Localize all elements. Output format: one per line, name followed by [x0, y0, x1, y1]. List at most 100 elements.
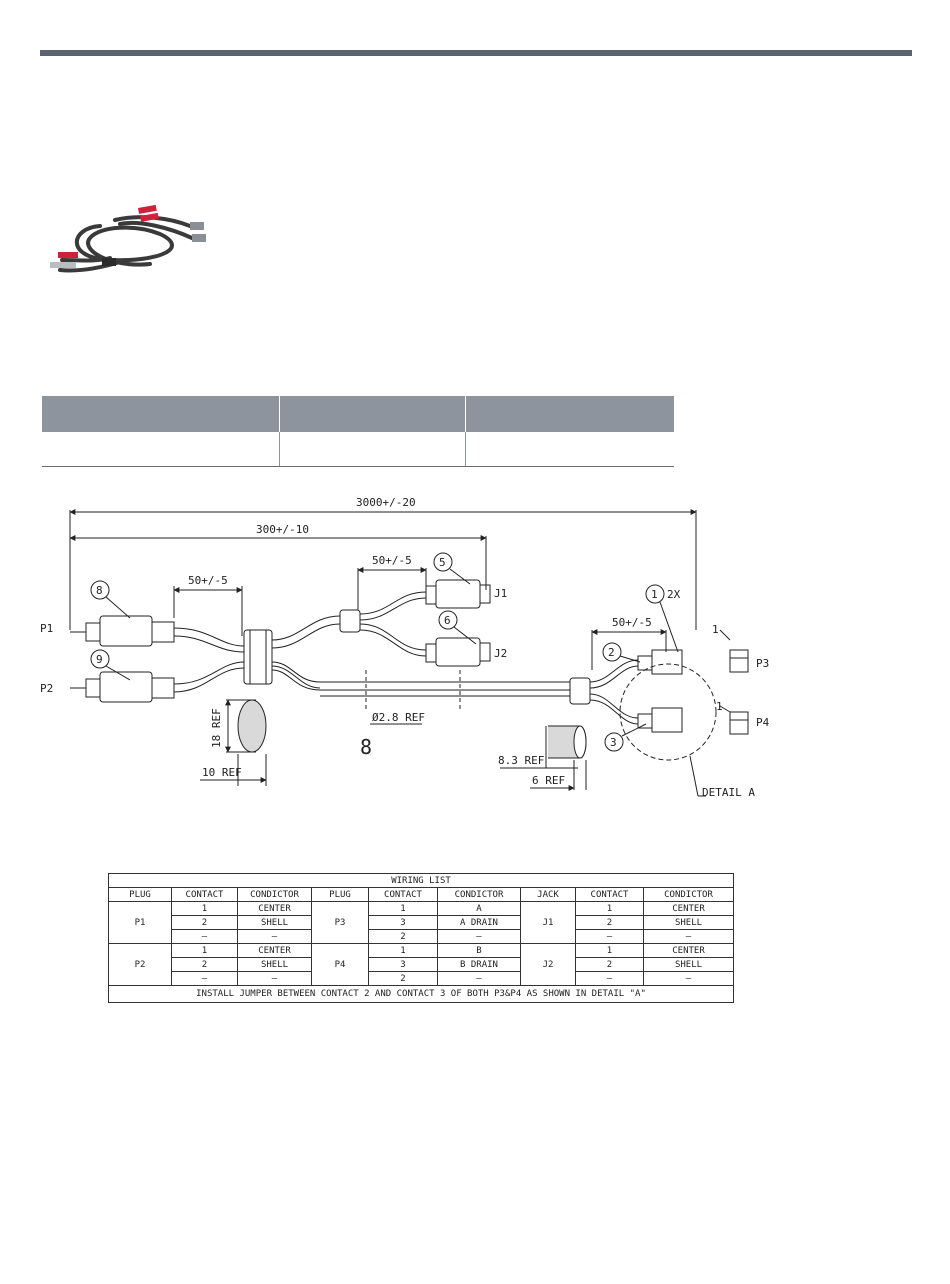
spec-header-divider	[279, 396, 280, 432]
cable	[359, 591, 427, 615]
callout-circle-2	[602, 642, 622, 662]
dim-6-ref-label: 6 REF	[532, 774, 565, 787]
table-cell: CENTER	[237, 943, 312, 958]
label-j2: J2	[494, 647, 507, 660]
table-cell: SHELL	[237, 957, 312, 972]
table-row: 2 SHELL 3 B DRAIN 2 SHELL	[109, 957, 734, 972]
cable	[271, 623, 341, 649]
cable	[589, 665, 639, 689]
callout-leader	[105, 665, 131, 681]
header-cell: PLUG	[108, 887, 172, 902]
table-cell: —	[643, 971, 734, 986]
jack-split-block	[339, 609, 361, 633]
header-cell: CONTACT	[368, 887, 438, 902]
label-p1: P1	[40, 622, 53, 635]
table-cell: A DRAIN	[437, 915, 521, 930]
cable	[589, 699, 639, 725]
table-row: 2 SHELL 3 A DRAIN 2 SHELL	[109, 915, 734, 930]
j2-jack-collar	[425, 643, 437, 663]
spec-row-divider	[465, 432, 466, 466]
cable	[173, 627, 245, 647]
table-cell: 2	[575, 915, 644, 930]
callout-6: 6	[444, 614, 451, 627]
p4-connector	[729, 711, 749, 735]
callout-leader	[659, 601, 679, 653]
p4-terminal-block	[651, 707, 683, 733]
dim-breakout-label: 300+/-10	[256, 523, 309, 536]
cable	[173, 667, 245, 693]
p2-plug-body	[99, 671, 153, 703]
header-cell: CONDICTOR	[237, 887, 312, 902]
label-p3: P3	[756, 657, 769, 670]
j2-jack-front	[479, 642, 491, 662]
header-cell: CONDICTOR	[437, 887, 521, 902]
jack-cell: J2	[520, 943, 576, 986]
label-j1: J1	[494, 587, 507, 600]
cable-assembly-drawing: 3000+/-20 300+/-10 50+/-5 50+/-5 50+/-5 …	[40, 496, 770, 799]
table-cell: B	[437, 943, 521, 958]
cable-section-end	[573, 725, 587, 759]
p1-plug-body	[99, 615, 153, 647]
table-cell: 3	[368, 957, 438, 972]
table-cell: —	[171, 929, 238, 944]
table-cell: —	[171, 971, 238, 986]
table-cell: 1	[575, 943, 644, 958]
terminal-splice-block	[569, 677, 591, 705]
callout-2: 2	[608, 646, 615, 659]
wiring-list-title: WIRING LIST	[108, 873, 734, 888]
callout-leader	[105, 596, 131, 619]
table-cell: 2	[368, 971, 438, 986]
plug-cell: P3	[311, 901, 369, 944]
table-cell: CENTER	[237, 901, 312, 916]
dim-18-ref-label: 18 REF	[210, 708, 223, 748]
dim-jack-tail-label: 50+/-5	[372, 554, 412, 567]
callout-p3-pin: 1	[712, 623, 719, 636]
detail-a-label: DETAIL A	[702, 786, 755, 799]
header-cell: CONTACT	[171, 887, 238, 902]
plug-cell: P1	[108, 901, 172, 944]
dim-10-ref-label: 10 REF	[202, 766, 242, 779]
table-cell: 1	[171, 943, 238, 958]
spec-header-divider	[465, 396, 466, 432]
dim-cable-dia-label: Ø2.8 REF	[372, 711, 425, 724]
table-cell: CENTER	[643, 943, 734, 958]
table-cell: —	[437, 971, 521, 986]
table-cell: CENTER	[643, 901, 734, 916]
ferrule	[637, 655, 653, 671]
label-p2: P2	[40, 682, 53, 695]
callout-leader	[619, 655, 641, 663]
callout-p4-pin: 1	[716, 700, 723, 713]
wiring-note: INSTALL JUMPER BETWEEN CONTACT 2 AND CON…	[108, 985, 734, 1003]
p3-terminal-block	[651, 649, 683, 675]
table-cell: SHELL	[643, 915, 734, 930]
table-cell: 2	[368, 929, 438, 944]
table-row: P2 1 CENTER P4 1 B J2 1 CENTER	[108, 943, 734, 986]
cable	[359, 629, 427, 657]
table-cell: 2	[171, 957, 238, 972]
wiring-header-row: PLUG CONTACT CONDICTOR PLUG CONTACT COND…	[108, 887, 734, 902]
callout-circle-1	[645, 584, 665, 604]
table-cell: 2	[575, 957, 644, 972]
table-cell: 1	[171, 901, 238, 916]
table-cell: SHELL	[643, 957, 734, 972]
header-cell: JACK	[520, 887, 576, 902]
callout-9: 9	[96, 653, 103, 666]
callout-leader	[449, 568, 471, 585]
dim-terminal-tail-label: 50+/-5	[612, 616, 652, 629]
callout-leader	[719, 705, 731, 713]
breakout-section	[237, 699, 267, 753]
table-cell: A	[437, 901, 521, 916]
table-cell: 1	[575, 901, 644, 916]
cable	[271, 661, 570, 683]
table-cell: —	[437, 929, 521, 944]
callout-1-qty: 2X	[667, 588, 681, 601]
dim-8-3-ref-label: 8.3 REF	[498, 754, 544, 767]
cable	[271, 615, 341, 641]
table-cell: —	[643, 929, 734, 944]
table-row: P1 1 CENTER P3 1 A J1 1 CENTER	[108, 901, 734, 944]
j1-jack-front	[479, 584, 491, 604]
callout-circle-8	[90, 580, 110, 600]
table-cell: —	[237, 929, 312, 944]
plug-cell: P2	[108, 943, 172, 986]
table-cell: B DRAIN	[437, 957, 521, 972]
